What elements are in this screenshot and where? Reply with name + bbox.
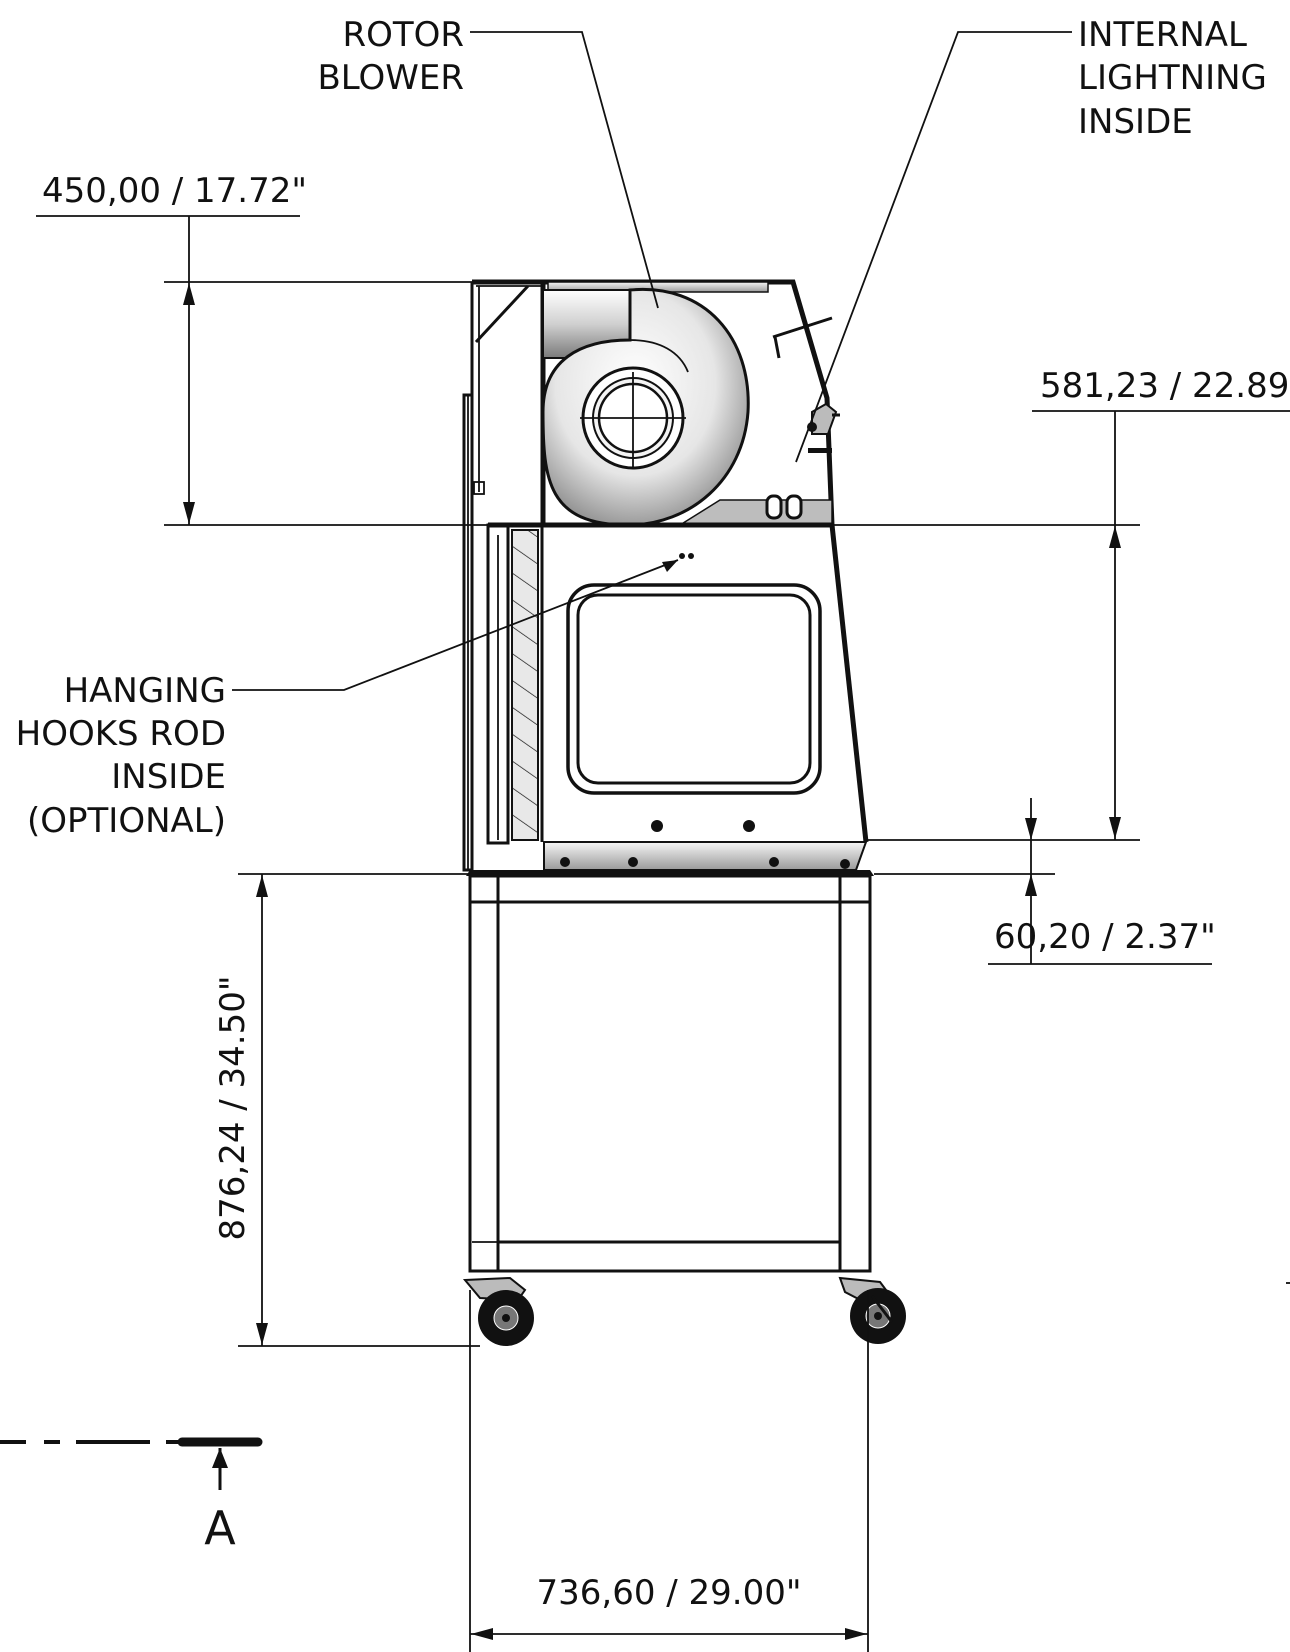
callout-internal-lighting: INTERNAL LIGHTNING INSIDE xyxy=(795,15,1267,463)
dimension-window-height: 581,23 / 22.89" xyxy=(832,366,1290,841)
width-dimension-text: 736,60 / 29.00" xyxy=(536,1573,801,1613)
dimension-top-height: 450,00 / 17.72" xyxy=(36,171,488,526)
rotor-blower xyxy=(541,287,750,527)
rotor-label-line2: BLOWER xyxy=(317,58,464,98)
hooks-label-line1: HANGING xyxy=(64,671,226,711)
callout-hanging-hooks: HANGING HOOKS ROD INSIDE (OPTIONAL) xyxy=(16,559,679,841)
lighting-label-line2: LIGHTNING xyxy=(1078,58,1267,98)
top-height-dimension-text: 450,00 / 17.72" xyxy=(42,171,307,211)
dimension-stand-height: 876,24 / 34.50" xyxy=(213,873,480,1347)
stand xyxy=(468,874,872,1273)
callout-rotor-blower: ROTOR BLOWER xyxy=(317,15,659,309)
stand-height-dimension-text: 876,24 / 34.50" xyxy=(213,975,253,1240)
dimension-width: 736,60 / 29.00" xyxy=(469,1290,869,1652)
caster-left xyxy=(462,1276,534,1346)
hooks-label-line2: HOOKS ROD xyxy=(16,714,226,754)
section-marker: A xyxy=(0,1437,263,1555)
upper-housing xyxy=(470,279,840,528)
dimension-base-height: 60,20 / 2.37" xyxy=(874,798,1216,965)
hooks-label-line4: (OPTIONAL) xyxy=(27,801,226,841)
window-height-dimension-text: 581,23 / 22.89" xyxy=(1040,366,1290,406)
lighting-label-line1: INTERNAL xyxy=(1078,15,1247,55)
base-height-dimension-text: 60,20 / 2.37" xyxy=(994,917,1216,957)
lighting-label-line3: INSIDE xyxy=(1078,102,1193,142)
caster-right xyxy=(838,1276,906,1344)
section-marker-label: A xyxy=(204,1501,236,1555)
hooks-label-line3: INSIDE xyxy=(111,757,226,797)
rotor-label-line1: ROTOR xyxy=(342,15,464,55)
work-chamber xyxy=(462,393,874,876)
